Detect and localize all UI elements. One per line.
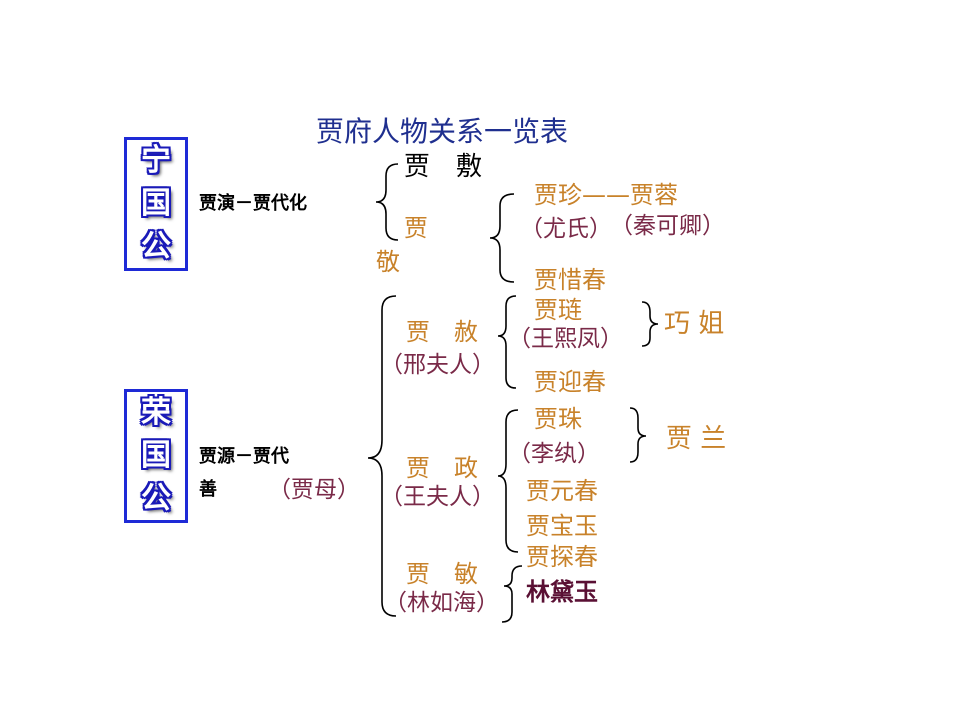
node-jia-zhu: 贾珠 <box>534 405 582 433</box>
bracket-lian-child <box>641 301 659 347</box>
node-jia-fu: 贾 敷 <box>404 152 483 182</box>
ning-ancestors: 贾演－贾代化 <box>199 193 307 214</box>
node-jia-mu: （贾母） <box>268 477 360 503</box>
node-wang-xifeng: （王熙凤） <box>508 326 623 352</box>
node-jia-tanchun: 贾探春 <box>526 543 598 571</box>
node-jia-jing: 敬 <box>376 248 400 276</box>
node-you-shi: （尤氏） <box>520 216 612 242</box>
badge-char: 国 <box>141 437 171 473</box>
node-wang-furen: （王夫人） <box>380 484 495 510</box>
node-jia-she: 贾 赦 <box>406 318 478 346</box>
node-jia-min: 贾 敏 <box>406 560 478 588</box>
node-jia-xichun: 贾惜春 <box>534 266 606 294</box>
bracket-ning-sons <box>375 163 399 241</box>
node-xing-furen: （邢夫人） <box>380 352 495 378</box>
badge-char: 荣 <box>141 395 171 431</box>
rongguo-badge: 荣 国 公 <box>124 389 188 523</box>
node-jia-yuanchun: 贾元春 <box>526 477 598 505</box>
rong-ancestors: 贾源－贾代 <box>199 446 289 467</box>
bracket-she-children <box>497 295 517 389</box>
badge-char: 公 <box>141 480 171 516</box>
node-jia-lan: 贾 兰 <box>666 424 727 454</box>
badge-char: 国 <box>141 185 171 221</box>
node-lin-daiyu: 林黛玉 <box>526 578 598 606</box>
node-jia-jing: 贾 <box>404 214 428 242</box>
bracket-rong-children <box>367 295 397 617</box>
page-title: 贾府人物关系一览表 <box>316 115 569 148</box>
node-jia-baoyu: 贾宝玉 <box>526 512 598 540</box>
node-lin-ruhai: （林如海） <box>384 590 499 616</box>
node-qiao-jie: 巧 姐 <box>664 309 725 339</box>
badge-char: 宁 <box>141 143 171 179</box>
node-jia-zhen: 贾珍——贾蓉 <box>534 181 678 209</box>
node-jia-lian: 贾琏 <box>534 296 582 324</box>
ningguo-badge: 宁 国 公 <box>124 137 188 271</box>
node-jia-yingchun: 贾迎春 <box>534 368 606 396</box>
node-li-wan: （李纨） <box>508 441 600 467</box>
node-qin-keqing: （秦可卿） <box>610 213 725 239</box>
bracket-jing-children <box>489 193 515 283</box>
bracket-zheng-children <box>497 409 519 553</box>
bracket-zhu-child <box>629 407 647 463</box>
bracket-min-child <box>501 565 523 623</box>
rong-ancestors: 善 <box>199 479 217 500</box>
node-jia-zheng: 贾 政 <box>406 454 478 482</box>
badge-char: 公 <box>141 228 171 264</box>
